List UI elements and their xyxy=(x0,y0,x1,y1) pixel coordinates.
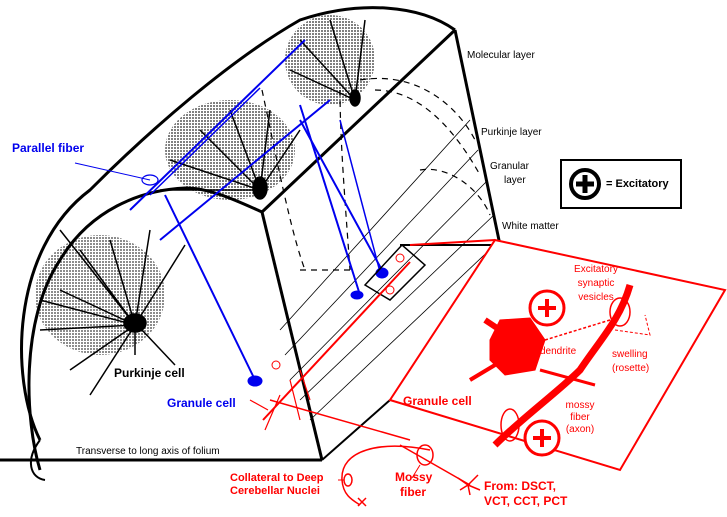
origin-label-line1: From: DSCT, xyxy=(484,479,556,493)
swelling-pointer xyxy=(614,314,651,336)
inset-rosette-bottom xyxy=(500,408,520,442)
front-face-right-bottom xyxy=(321,399,391,461)
folium-top-edge xyxy=(260,28,457,214)
granule-pathway xyxy=(74,39,389,387)
mossy-fiber-main xyxy=(262,261,411,421)
parallel-fiber-label: Parallel fiber xyxy=(12,141,85,155)
mossy-fiber-node xyxy=(416,444,434,466)
parallel-fiber-synapse xyxy=(141,174,159,186)
front-face-left-edge xyxy=(260,211,324,461)
purkinje-dendrite-texture-middle xyxy=(165,100,295,200)
mossy-fiber-collateral xyxy=(341,445,431,506)
mossy-branches xyxy=(249,369,311,431)
legend: = Excitatory xyxy=(560,159,682,209)
folium-outer-curve xyxy=(20,6,456,441)
inset-mossy-label-line1: mossy xyxy=(565,400,595,411)
parallel-fiber-3 xyxy=(149,87,261,196)
purkinje-dendrite-texture-back xyxy=(285,15,375,105)
inset-drawing xyxy=(468,284,651,448)
inset-mossy-label-line3: (axon) xyxy=(565,424,595,435)
parallel-fiber-1 xyxy=(129,39,306,211)
granule-axon-front xyxy=(164,194,256,381)
plus-in-circle-icon xyxy=(569,168,601,200)
inset-dendrite-label: dendrite xyxy=(540,346,577,357)
layer-label-purkinje: Purkinje layer xyxy=(481,127,542,138)
parallel-fiber-pointer xyxy=(74,162,151,181)
inset-rosette-top xyxy=(609,297,631,327)
inset-connector-bottom xyxy=(269,399,411,441)
synapse-marker-box-bottom xyxy=(385,285,395,295)
inset-granule-dendrite-2 xyxy=(468,363,497,382)
inset-granule-cell-label: Granule cell xyxy=(403,394,472,408)
mossy-pathway xyxy=(249,238,727,507)
legend-label: = Excitatory xyxy=(606,178,669,190)
inset-excitatory-vesicles-line3: vesicles xyxy=(578,292,614,303)
inset-granule-dendrite-1 xyxy=(483,317,502,333)
granule-cell-body-middle xyxy=(350,290,364,300)
inset-connector-top xyxy=(409,239,496,246)
purkinje-cell-label: Purkinje cell xyxy=(114,366,185,380)
granule-axon-connector xyxy=(339,119,381,273)
layer-label-molecular: Molecular layer xyxy=(467,50,535,61)
inset-excitatory-marker-bottom xyxy=(523,419,561,457)
parallel-fiber-lines xyxy=(279,119,501,421)
layer-label-granular-line2: layer xyxy=(504,175,526,186)
inset-excitatory-marker-top xyxy=(528,289,566,327)
granule-cell-body-back xyxy=(375,267,389,279)
origin-label-line2: VCT, CCT, PCT xyxy=(484,494,568,508)
right-surface-edge xyxy=(453,29,502,246)
layer-label-white-matter: White matter xyxy=(502,221,559,232)
granule-axon-back xyxy=(299,119,384,273)
inset-swelling-label-line2: (rosette) xyxy=(612,363,650,374)
layer-boundaries xyxy=(261,77,491,271)
granule-axon-middle xyxy=(299,104,361,296)
inset-granule-cell-body xyxy=(489,317,546,376)
layer-label-granular-line1: Granular xyxy=(490,161,529,172)
origin-neuron xyxy=(457,474,481,496)
collateral-terminal xyxy=(357,497,367,507)
mossy-fiber-label-line1: Mossy xyxy=(395,470,433,484)
synapse-marker-front xyxy=(271,360,281,370)
granule-cell-label: Granule cell xyxy=(167,396,236,410)
mossy-fiber-label-line2: fiber xyxy=(400,485,427,499)
inset-mossy-label-line2: fiber xyxy=(570,412,590,423)
collateral-label-line1: Collateral to Deep xyxy=(230,472,324,484)
granule-cell-body-front xyxy=(247,375,263,387)
small-inset-box xyxy=(363,243,427,301)
folium-bottom-loop xyxy=(30,439,46,481)
transverse-axis-label: Transverse to long axis of folium xyxy=(76,446,220,457)
inset-mossy-fiber xyxy=(492,284,634,448)
synapse-markers xyxy=(271,253,405,370)
inset-swelling-label-line1: swelling xyxy=(612,349,648,360)
collateral-node xyxy=(343,473,353,487)
synapse-marker-box-top xyxy=(395,253,405,263)
inset-excitatory-vesicles-line2: synaptic xyxy=(577,278,615,289)
mossy-label-pointer xyxy=(411,464,421,479)
purkinje-dendrite-texture-front xyxy=(35,235,165,355)
inset-excitatory-vesicles-line1: Excitatory xyxy=(574,264,618,275)
collateral-label-line2: Cerebellar Nuclei xyxy=(230,485,320,497)
folium-outline xyxy=(0,6,502,481)
inset-granule-dendrite-4 xyxy=(544,319,611,341)
